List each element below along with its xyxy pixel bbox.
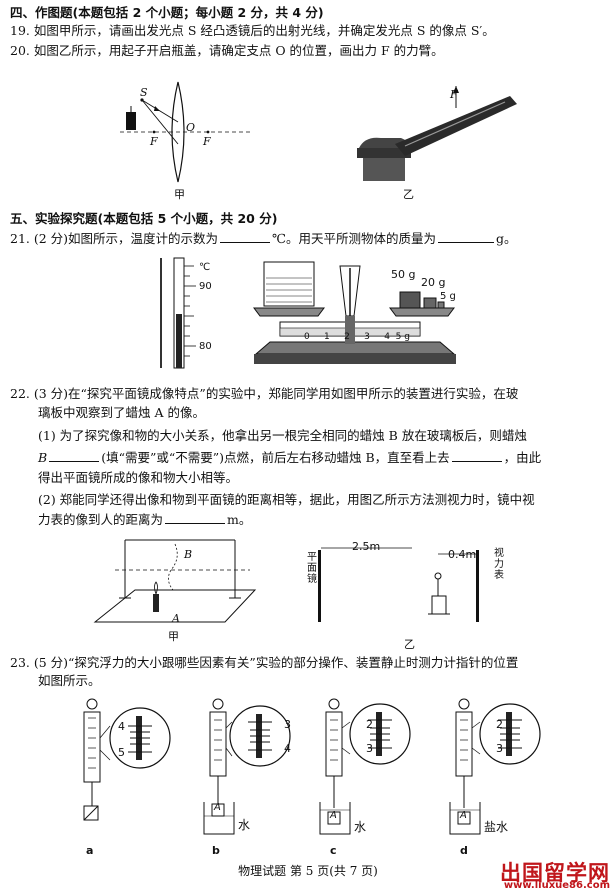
scale-d-label: d: [460, 844, 468, 857]
mirror-label: 平面镜: [307, 552, 317, 585]
scale-b-block-A: A: [214, 802, 221, 813]
q21-text-b: ℃。用天平所测物体的质量为: [272, 231, 437, 246]
scale-d-liquid: 盐水: [484, 820, 509, 834]
scale-c-block-A: A: [330, 810, 337, 821]
distance-2-5m: 2.5m: [352, 540, 381, 553]
label-candle-A: A: [172, 612, 180, 625]
q22-blank-ignite[interactable]: [49, 449, 100, 462]
scale-b-bottom-number: 4: [284, 742, 291, 755]
spring-scale-a: 4 5 a: [70, 698, 200, 858]
q23-line-2: 如图所示。: [38, 673, 101, 688]
label-S: S: [140, 86, 148, 99]
q22-text-7b: m。: [227, 512, 252, 527]
watermark-logo: 出国留学网: [500, 861, 610, 885]
q22-text-4b: (填“需要”或“不需要”)点燃，前后左右移动蜡烛 B，直至看上去: [101, 450, 450, 465]
weight-20g: 20 g: [421, 276, 446, 289]
q22-line-7: 力表的像到人的距离为 m。: [38, 511, 251, 529]
bottle-opener-diagram: [357, 86, 517, 181]
scale-num: 2: [344, 332, 350, 342]
watermark-url: www.liuxue86.com: [503, 880, 610, 891]
figure-yi-caption: 乙: [403, 188, 414, 201]
eye-chart-setup: [318, 547, 479, 622]
q22-text-7a: 力表的像到人的距离为: [38, 512, 164, 527]
section5-title: 五、实验探究题(本题包括 5 个小题，共 20 分): [10, 211, 278, 226]
plane-mirror-setup: [93, 539, 257, 623]
label-F-force: F: [450, 88, 458, 101]
scale-a-label: a: [86, 844, 94, 857]
q21-text-a: 21. (2 分)如图所示，温度计的示数为: [10, 231, 219, 246]
thermometer-tick-80: 80: [199, 341, 212, 352]
lens-diagram: [120, 81, 250, 183]
question-20: 20. 如图乙所示，用起子开启瓶盖，请确定支点 O 的位置，画出力 F 的力臂。: [10, 43, 444, 58]
label-O: O: [186, 121, 196, 134]
spring-scale-b: 3 4 A 水 b: [200, 698, 320, 858]
scale-c-liquid: 水: [354, 820, 367, 834]
q23-line-1: 23. (5 分)“探究浮力的大小跟哪些因素有关”实验的部分操作、装置静止时测力…: [10, 655, 519, 670]
balance-scale: [253, 261, 456, 364]
thermometer-unit: ℃: [199, 262, 211, 273]
figure22-jia-caption: 甲: [168, 630, 179, 643]
figure22-yi-caption: 乙: [404, 638, 415, 651]
q22-B: B: [38, 450, 48, 465]
scale-b-liquid: 水: [238, 818, 251, 832]
scale-c-bottom-number: 3: [366, 742, 373, 755]
scale-a-bottom-number: 5: [118, 746, 125, 759]
scale-b-top-number: 3: [284, 718, 291, 731]
eye-chart-label: 视力表: [494, 548, 504, 581]
label-candle-B: B: [184, 548, 193, 561]
scale-d-block-A: A: [460, 810, 467, 821]
label-F-left: F: [150, 135, 158, 148]
scale-b-label: b: [212, 844, 220, 857]
scale-d-top-number: 2: [496, 718, 503, 731]
thermometer-tick-90: 90: [199, 281, 212, 292]
scale-num: 5 g: [395, 332, 410, 342]
q22-line-1: 22. (3 分)在“探究平面镜成像特点”的实验中，郑能同学用如图甲所示的装置进…: [10, 386, 519, 401]
q22-blank-observe[interactable]: [451, 449, 502, 462]
scale-c-label: c: [330, 844, 337, 857]
section4-title: 四、作图题(本题包括 2 个小题；每小题 2 分，共 4 分): [10, 5, 324, 20]
balance-scale-numbers: 0 1 2 3 4 5 g: [304, 332, 410, 342]
q21-text-c: g。: [496, 231, 517, 246]
scale-num: 1: [324, 332, 330, 342]
figure-jia-caption: 甲: [174, 188, 185, 201]
scale-num: 0: [304, 332, 310, 342]
spring-scale-c: 2 3 A 水 c: [319, 698, 440, 858]
q22-line-2: 璃板中观察到了蜡烛 A 的像。: [38, 405, 205, 420]
scale-c-top-number: 2: [366, 718, 373, 731]
weight-50g: 50 g: [391, 268, 416, 281]
question-21: 21. (2 分)如图所示，温度计的示数为 ℃。用天平所测物体的质量为 g。: [10, 230, 517, 248]
question-19: 19. 如图甲所示，请画出发光点 S 经凸透镜后的出射光线，并确定发光点 S 的…: [10, 23, 495, 38]
scale-d-bottom-number: 3: [496, 742, 503, 755]
scale-a-top-number: 4: [118, 720, 125, 733]
scale-num: 3: [364, 332, 370, 342]
scale-num: 4: [384, 332, 390, 342]
q22-line-6: (2) 郑能同学还得出像和物到平面镜的距离相等，据此，用图乙所示方法测视力时，镜…: [38, 492, 535, 507]
page-footer: 物理试题 第 5 页(共 7 页): [238, 864, 378, 878]
q21-blank-mass[interactable]: [438, 230, 495, 243]
thermometer: [160, 257, 196, 369]
distance-0-4m: 0.4m: [448, 548, 477, 561]
label-F-right: F: [203, 135, 211, 148]
q22-blank-distance[interactable]: [165, 511, 226, 524]
q22-text-4c: ，由此: [503, 450, 542, 465]
spring-scale-d: 2 3 A 盐水 d: [449, 698, 570, 858]
q21-blank-temp[interactable]: [220, 230, 271, 243]
q22-line-4: B (填“需要”或“不需要”)点燃，前后左右移动蜡烛 B，直至看上去 ，由此: [38, 449, 541, 467]
q22-line-5: 得出平面镜所成的像和物大小相等。: [38, 470, 239, 485]
weight-5g: 5 g: [440, 291, 456, 302]
q22-line-3: (1) 为了探究像和物的大小关系，他拿出另一根完全相同的蜡烛 B 放在玻璃板后，…: [38, 428, 527, 443]
